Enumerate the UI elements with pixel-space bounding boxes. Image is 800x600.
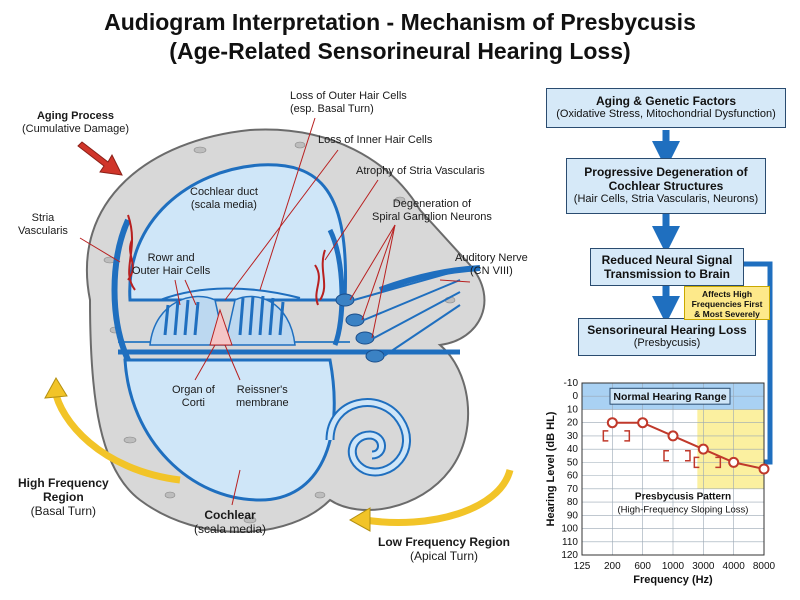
cochlear-duct: [128, 163, 348, 302]
y-tick-label: 40: [567, 444, 579, 455]
label-inner-hair-loss: Loss of Inner Hair Cells: [318, 134, 433, 146]
x-axis-label: Frequency (Hz): [633, 574, 713, 586]
band-label: Normal Hearing Range: [613, 391, 726, 403]
apical-spiral: [325, 398, 411, 477]
bone-conduction-marker: [693, 456, 722, 469]
label-cochlear: Cochlear(scala media): [194, 508, 267, 536]
x-tick-label: 3000: [692, 561, 715, 572]
x-tick-label: 8000: [753, 561, 776, 572]
y-tick-label: 30: [567, 431, 579, 442]
y-tick-label: 120: [561, 550, 578, 561]
y-tick-label: 110: [562, 537, 578, 548]
stria-atrophy: [314, 249, 326, 306]
air-conduction-point: [697, 443, 709, 455]
label-auditory-nerve: Auditory Nerve(CN VIII): [455, 252, 528, 277]
y-tick-label: 20: [567, 418, 579, 429]
air-conduction-point: [637, 417, 649, 429]
page-title: Audiogram Interpretation - Mechanism of …: [104, 9, 696, 35]
y-tick-label: 0: [572, 391, 578, 402]
y-tick-label: 70: [567, 484, 579, 495]
pattern-subtitle: (High-Frequency Sloping Loss): [618, 505, 749, 516]
organ-of-corti: [149, 287, 301, 346]
y-tick-label: 60: [567, 471, 579, 482]
stria-vascularis: [111, 218, 131, 362]
x-tick-label: 600: [634, 561, 651, 572]
y-tick-label: 50: [567, 457, 579, 468]
y-tick-label: 90: [567, 510, 579, 521]
x-tick-label: 200: [604, 561, 621, 572]
air-conduction-point: [667, 430, 679, 442]
y-axis-label: Hearing Level (dB HL): [545, 411, 557, 526]
label-low-frequency: Low Frequency Region(Apical Turn): [378, 535, 511, 563]
air-conduction-point: [758, 463, 770, 475]
label-stria-atrophy: Atrophy of Stria Vascularis: [356, 165, 485, 177]
x-tick-label: 4000: [723, 561, 746, 572]
air-conduction-point: [728, 456, 740, 468]
label-stria: Stria Vascularis: [18, 212, 68, 237]
x-tick-label: 1000: [662, 561, 685, 572]
low-frequency-arrow: [364, 468, 514, 526]
auditory-nerve: [378, 265, 481, 293]
label-cochlear-duct: Cochlear duct(scala media): [190, 186, 258, 211]
air-conduction-point: [606, 417, 618, 429]
flow-box-aging-factors: Aging & Genetic Factors(Oxidative Stress…: [546, 88, 786, 128]
bone-conduction-marker: [602, 430, 631, 442]
leader-lines: [79, 117, 471, 506]
y-tick-label: -10: [564, 378, 579, 389]
y-tick-label: 100: [561, 524, 578, 535]
label-aging-process: Aging Process(Cumulative Damage): [22, 110, 129, 135]
page-subtitle: (Age-Related Sensorineural Hearing Loss): [169, 38, 631, 64]
label-outer-hair-loss: Loss of Outer Hair Cells(esp. Basal Turn…: [290, 90, 407, 115]
bone-conduction-marker: [663, 450, 691, 462]
x-tick-label: 125: [574, 561, 591, 572]
band-label-box: [609, 387, 731, 405]
high-frequency-arrow: [51, 389, 181, 484]
pattern-title: Presbycusis Pattern: [635, 491, 731, 502]
y-tick-label: 10: [567, 404, 579, 415]
flow-box-sensorineural: Sensorineural Hearing Loss(Presbycusis): [578, 318, 756, 356]
aging-arrow: [77, 141, 123, 176]
y-tick-label: 80: [567, 497, 579, 508]
